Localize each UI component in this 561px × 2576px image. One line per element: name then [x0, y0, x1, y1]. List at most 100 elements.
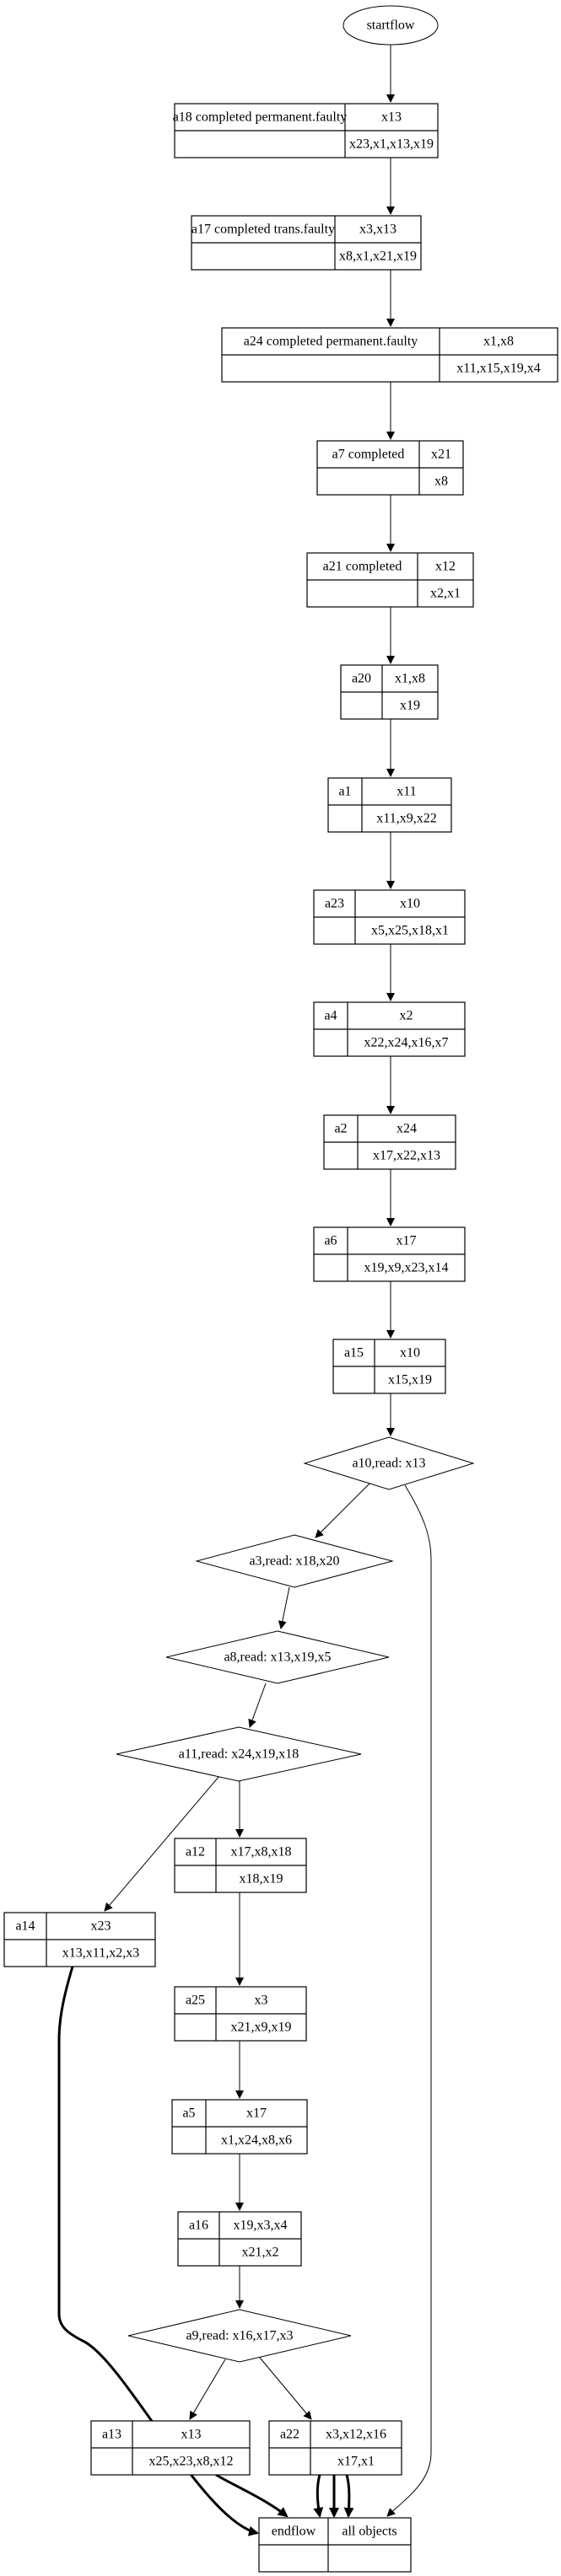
record-node-a7: a7 completed x21 x8: [316, 440, 464, 496]
record-reads: x13,x11,x2,x3: [62, 1946, 139, 1961]
record-activity: a21 completed: [323, 560, 402, 574]
record-reads: x22,x24,x16,x7: [364, 1036, 449, 1050]
record-node-a22: a22 x3,x12,x16 x17,x1: [268, 2420, 402, 2476]
decision-diamond: [303, 1436, 475, 1490]
record-reads: x17,x1: [337, 2455, 375, 2469]
record-node-a24: a24 completed permanent.faulty x1,x8 x11,x…: [221, 327, 558, 383]
edge-a11-to-a14: [104, 1775, 220, 1912]
record-activity: a16: [189, 2219, 208, 2233]
record-node-a16: a16 x19,x3,x4 x21,x2: [177, 2211, 302, 2267]
record-writes: x24: [396, 1122, 417, 1136]
record-writes: x10: [400, 1346, 420, 1360]
record-reads: x11,x9,x22: [376, 812, 436, 826]
record-activity: a24 completed permanent.faulty: [244, 335, 418, 349]
edge-a10-to-a3: [315, 1483, 370, 1538]
record-node-a5: a5 x17 x1,x24,x8,x6: [171, 2099, 308, 2155]
record-node-a14: a14 x23 x13,x11,x2,x3: [3, 1912, 156, 1967]
edge-a22-to-endflow: [343, 2474, 354, 2518]
record-node-a2: a2 x24 x17,x22,x13: [323, 1114, 456, 1170]
decision-node-a3: a3,read: x18,x20: [195, 1534, 394, 1588]
start-ellipse: [343, 5, 439, 46]
record-reads: x8,x1,x21,x19: [339, 250, 417, 264]
record-activity: a14: [15, 1919, 35, 1934]
record-activity: a22: [280, 2428, 299, 2442]
record-reads: x25,x23,x8,x12: [149, 2455, 234, 2469]
record-writes: x21: [431, 448, 451, 462]
record-reads: x19,x9,x23,x14: [364, 1261, 449, 1275]
record-reads: x1,x24,x8,x6: [221, 2133, 292, 2148]
record-node-a15: a15 x10 x15,x19: [332, 1339, 446, 1394]
record-reads: x18,x19: [240, 1872, 283, 1886]
edge-a10-to-endflow: [386, 1484, 432, 2517]
record-activity: a13: [102, 2428, 121, 2442]
record-activity: a23: [325, 897, 344, 911]
decision-diamond: [116, 1726, 362, 1782]
record-reads: x8: [434, 475, 448, 489]
edge-a3-to-a8: [278, 1586, 290, 1629]
record-writes: x1,x8: [395, 672, 425, 686]
record-activity: a7 completed: [332, 448, 405, 462]
record-writes: x3,x13: [359, 223, 396, 237]
record-activity: a15: [344, 1346, 364, 1360]
record-writes: x23: [91, 1919, 111, 1934]
decision-diamond: [195, 1534, 394, 1588]
edge-a14-to-endflow: [57, 1966, 259, 2536]
record-activity: a25: [186, 1994, 205, 2008]
record-reads: x21,x2: [242, 2246, 279, 2260]
record-writes: x13: [181, 2428, 202, 2442]
end-node: endflow all objects: [258, 2517, 412, 2573]
record-writes: x17,x8,x18: [231, 1845, 292, 1860]
record-activity: endflow: [272, 2525, 316, 2539]
decision-label: a3,read: x18,x20: [249, 1554, 339, 1569]
edge-a22-to-endflow: [313, 2474, 324, 2518]
edge-a9-to-a22: [259, 2357, 312, 2420]
start-label: startflow: [367, 19, 415, 33]
record-reads: x17,x22,x13: [373, 1149, 440, 1163]
record-activity: a6: [324, 1234, 337, 1248]
record-activity: a20: [352, 672, 371, 686]
record-reads: x2,x1: [430, 587, 461, 601]
record-node-a6: a6 x17 x19,x9,x23,x14: [313, 1226, 466, 1282]
record-reads: x19: [400, 699, 420, 713]
record-node-a20: a20 x1,x8 x19: [340, 664, 439, 720]
decision-label: a10,read: x13: [352, 1457, 425, 1471]
decision-label: a8,read: x13,x19,x5: [224, 1650, 331, 1665]
record-writes: x13: [381, 110, 402, 125]
record-node-a17: a17 completed trans.faulty x3,x13 x8,x1,x2…: [191, 215, 422, 271]
decision-label: a9,read: x16,x17,x3: [186, 2329, 293, 2343]
decision-diamond: [127, 2309, 352, 2363]
record-activity: a12: [186, 1845, 205, 1860]
start-node: startflow: [343, 5, 439, 46]
record-node-a13: a13 x13 x25,x23,x8,x12: [90, 2420, 251, 2476]
edge-a8-to-a11: [248, 1682, 267, 1728]
record-writes: x17: [246, 2106, 267, 2121]
decision-label: a11,read: x24,x19,x18: [179, 1747, 299, 1762]
decision-node-a8: a8,read: x13,x19,x5: [165, 1630, 390, 1684]
record-node-a18: a18 completed permanent.faulty x13 x23,x1,…: [173, 103, 439, 158]
decision-diamond: [165, 1630, 390, 1684]
record-activity: a2: [334, 1122, 347, 1136]
record-writes: x3,x12,x16: [326, 2428, 386, 2442]
record-activity: a18 completed permanent.faulty: [173, 110, 348, 125]
decision-node-a10: a10,read: x13: [303, 1436, 475, 1490]
record-activity: a17 completed trans.faulty: [191, 223, 335, 237]
decision-node-a11: a11,read: x24,x19,x18: [116, 1726, 362, 1782]
record-reads: x15,x19: [388, 1373, 432, 1387]
record-writes: all objects: [342, 2525, 396, 2539]
record-writes: x10: [400, 897, 420, 911]
record-node-a12: a12 x17,x8,x18 x18,x19: [174, 1838, 307, 1893]
record-activity: a5: [182, 2106, 195, 2121]
record-writes: x1,x8: [483, 335, 514, 349]
record-writes: x19,x3,x4: [234, 2219, 288, 2233]
record-reads: x23,x1,x13,x19: [349, 137, 434, 152]
edge-a9-to-a13: [189, 2359, 226, 2420]
record-writes: x17: [396, 1234, 417, 1248]
record-reads: x11,x15,x19,x4: [456, 362, 540, 376]
decision-node-a9: a9,read: x16,x17,x3: [127, 2309, 352, 2363]
record-writes: x11: [396, 785, 416, 799]
record-writes: x3: [255, 1994, 268, 2008]
